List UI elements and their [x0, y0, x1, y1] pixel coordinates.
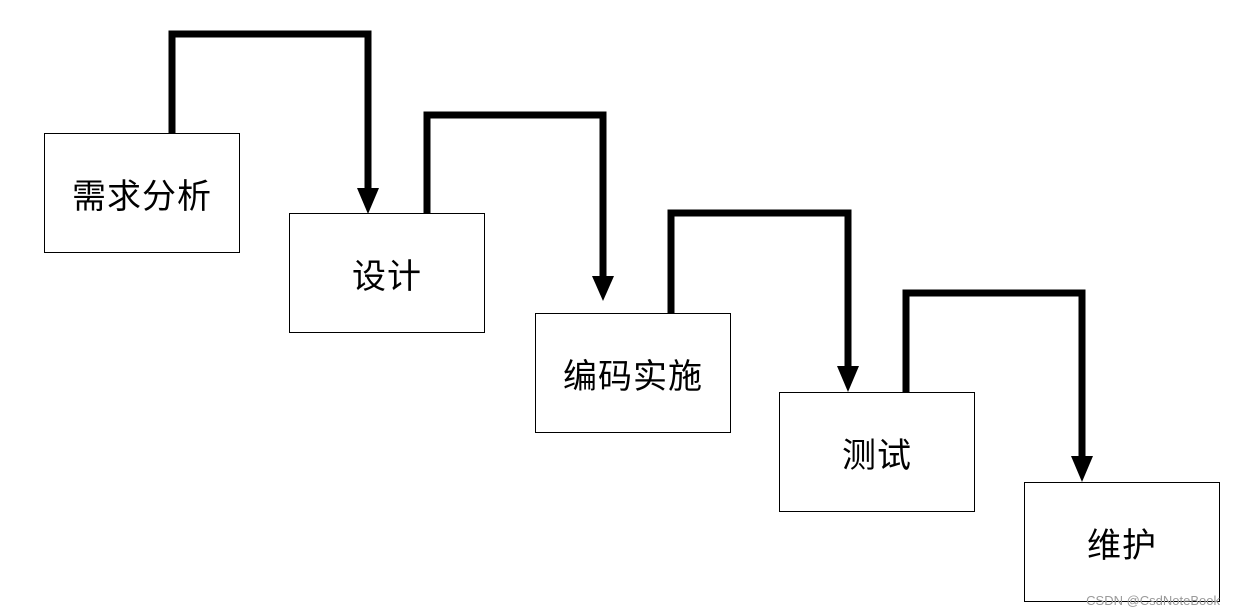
connector-testing-to-maintenance: [902, 289, 1093, 482]
stage-label: 需求分析: [72, 176, 212, 217]
arrowhead-icon: [592, 276, 614, 301]
arrowhead-icon: [837, 366, 859, 392]
stage-label: 维护: [1087, 525, 1157, 566]
arrowhead-icon: [1071, 456, 1093, 482]
stage-box-coding: 编码实施: [535, 313, 731, 433]
connector-requirements-to-design: [168, 30, 379, 214]
stage-box-requirements-analysis: 需求分析: [44, 133, 240, 253]
stage-label: 测试: [842, 435, 912, 476]
connector-design-to-coding: [423, 111, 614, 301]
stage-box-maintenance: 维护: [1024, 482, 1220, 602]
connector-coding-to-testing: [667, 209, 859, 392]
arrowhead-icon: [357, 188, 379, 214]
watermark: CSDN @CsdNoteBook: [1086, 593, 1220, 608]
stage-box-testing: 测试: [779, 392, 975, 512]
stage-label: 设计: [352, 256, 422, 297]
stage-label: 编码实施: [563, 356, 703, 397]
stage-box-design: 设计: [289, 213, 485, 333]
